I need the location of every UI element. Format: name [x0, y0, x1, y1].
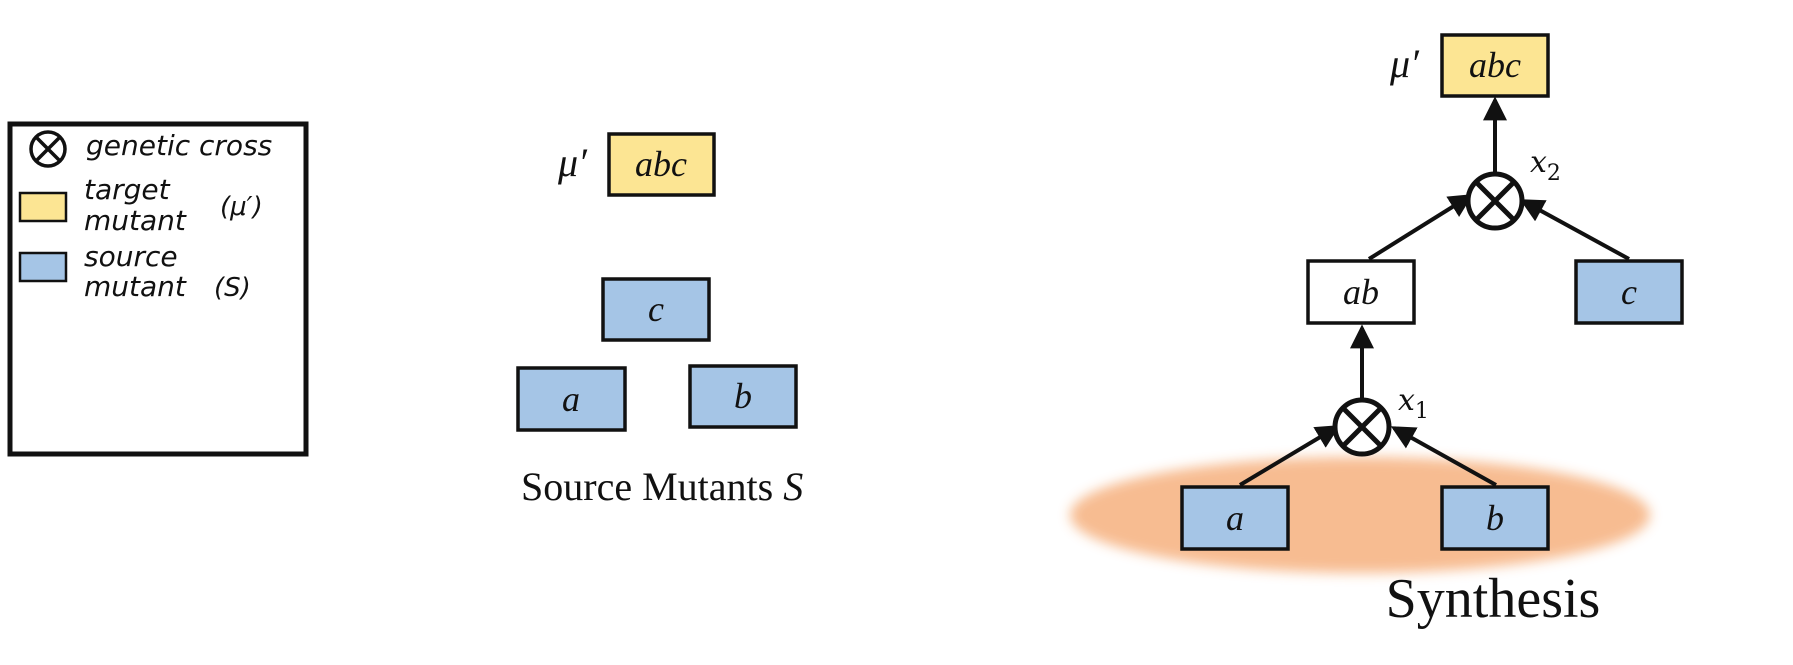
legend-target-label-2: mutant [84, 204, 187, 237]
middle-source-box-c [601, 277, 711, 342]
middle-target-label: abc [635, 144, 687, 184]
middle-target-box [607, 132, 716, 197]
middle-source-label-b: b [734, 376, 752, 416]
right-source-box-c [1574, 259, 1684, 325]
right-source-label-a: a [1226, 498, 1244, 538]
right-target-symbol: μ′ [1389, 41, 1420, 86]
genetic-cross-2-icon [1465, 171, 1525, 231]
source-mutants-panel: μ′ abc c a b Source Mutants S [516, 132, 803, 509]
arrow-ab-to-cross2 [1367, 194, 1474, 261]
right-target-box [1440, 33, 1550, 98]
legend-target-swatch [18, 191, 68, 223]
legend-source-symbol: (S) [214, 273, 251, 303]
legend-source-swatch [18, 251, 68, 283]
right-target-label: abc [1469, 45, 1521, 85]
arrow-c-to-cross2 [1519, 199, 1630, 261]
legend-cross-icon [29, 130, 67, 168]
middle-source-label-c: c [648, 289, 664, 329]
legend-source-label-2: mutant [84, 270, 187, 303]
genetic-cross-1-icon [1332, 397, 1392, 457]
right-source-box-b [1440, 485, 1550, 551]
synthesis-tree: μ′ abc x2 ab c x1 a b Synthesis [1070, 33, 1684, 630]
arrow-b-to-cross1 [1390, 426, 1497, 487]
right-source-label-c: c [1621, 272, 1637, 312]
middle-source-label-a: a [562, 379, 580, 419]
legend-cross-label: genetic cross [86, 129, 272, 162]
arrow-a-to-cross1 [1238, 425, 1341, 487]
legend-target-symbol: (μ′) [220, 192, 263, 222]
right-source-label-b: b [1486, 498, 1504, 538]
middle-source-box-a [516, 366, 627, 432]
legend-source-label-1: source [84, 240, 178, 273]
synthesis-halo [1070, 457, 1650, 573]
synthesis-caption: Synthesis [1386, 568, 1601, 630]
intermediate-box-ab [1306, 259, 1416, 325]
legend: genetic cross target mutant (μ′) source … [7, 121, 309, 457]
legend-target-label-1: target [84, 173, 171, 206]
middle-source-box-b [688, 364, 798, 429]
source-mutants-caption: Source Mutants S [521, 464, 803, 509]
legend-frame [7, 121, 309, 457]
middle-target-symbol: μ′ [557, 140, 588, 185]
cross-1-label: x1 [1398, 383, 1429, 424]
cross-2-label: x2 [1530, 145, 1561, 186]
intermediate-label-ab: ab [1343, 272, 1379, 312]
right-source-box-a [1180, 485, 1290, 551]
